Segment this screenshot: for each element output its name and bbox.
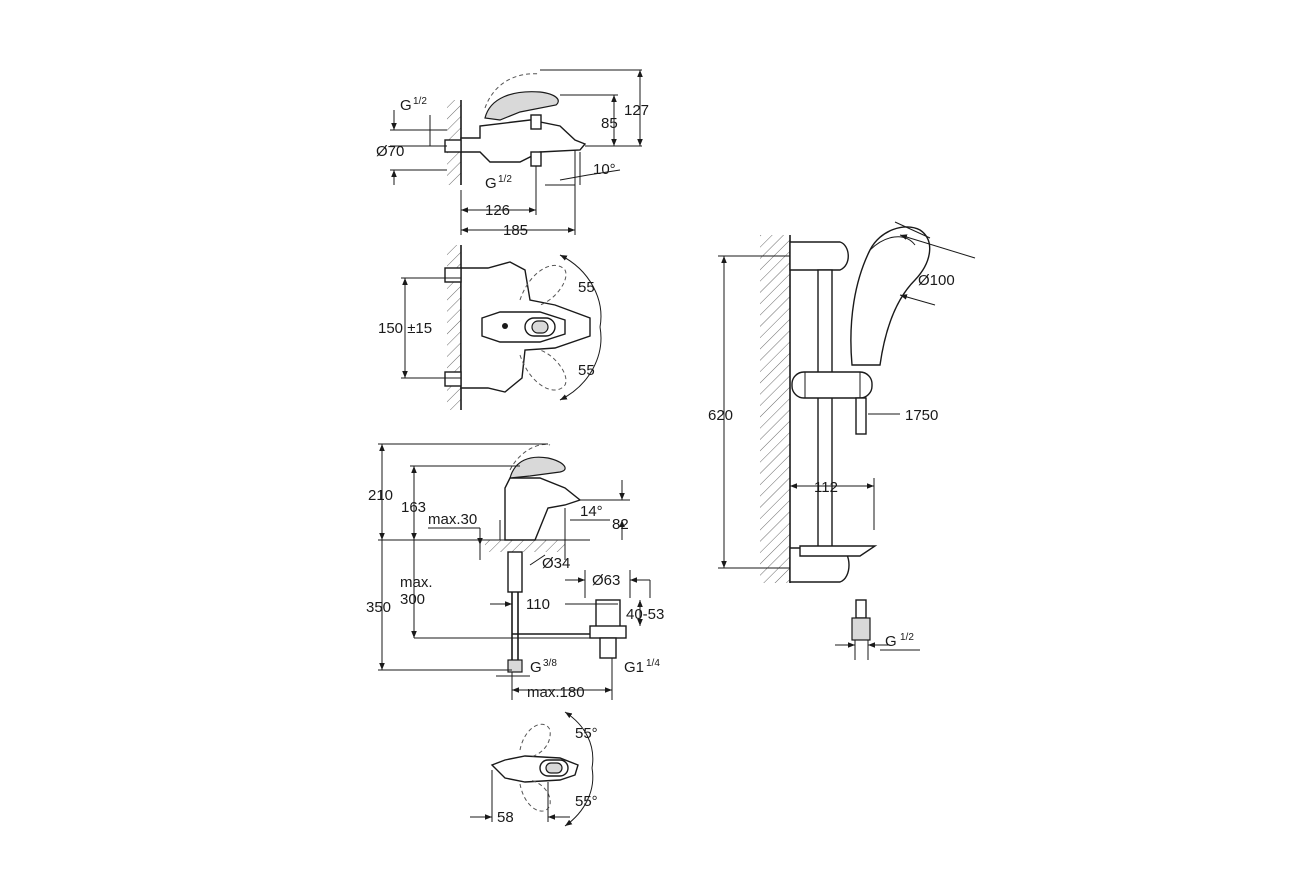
waste-body [595,599,621,631]
label-82: 82 [612,516,629,533]
soap-dish [799,545,878,557]
bath-mixer-top-view: 150 ±15 55 55 [378,245,602,410]
bath-mixer-side-view: G 1/2 Ø70 127 85 10° G 1/2 126 185 [376,69,649,239]
diverter-knob [530,114,542,130]
spout-outlet [530,151,542,167]
label-55deg-upper: 55° [575,725,598,742]
label-55-upper: 55 [578,279,595,296]
label-g-half-top: G [400,97,412,114]
label-58: 58 [497,809,514,826]
label-185: 185 [503,222,528,239]
label-14deg: 14° [580,503,603,520]
label-126: 126 [485,202,510,219]
label-g-half-shower-frac: 1/2 [900,632,914,643]
wall-hatch-2 [447,245,461,410]
label-55-lower: 55 [578,362,595,379]
label-g-three-eighths-frac: 3/8 [543,658,557,669]
label-g-half-top-frac: 1/2 [413,96,427,107]
label-d34: Ø34 [542,555,570,572]
counter-hatch [485,540,565,552]
bath-mixer-body [460,119,587,163]
shower-rail-set-view: Ø100 620 1750 112 G 1/2 [708,221,976,660]
label-150-15: 150 ±15 [378,320,432,337]
label-127: 127 [624,102,649,119]
hose-nut [851,617,871,641]
slide-rail [817,269,833,549]
label-210: 210 [368,487,393,504]
label-112: 112 [814,479,838,496]
label-max180: max.180 [527,684,585,701]
label-163: 163 [401,499,426,516]
label-max300-line2: 300 [400,591,425,608]
hose-upper [855,397,867,435]
label-d63: Ø63 [592,572,620,589]
label-g-half-shower: G [885,633,897,650]
label-110: 110 [526,596,550,613]
label-max30: max.30 [428,511,477,528]
label-40-53: 40-53 [626,606,664,623]
label-g-one-quarter-frac: 1/4 [646,658,660,669]
label-g-three-eighths: G [530,659,542,676]
label-1750: 1750 [905,407,938,424]
rail-slider [791,371,873,399]
rail-top-bracket [789,241,849,271]
basin-mixer-lever [509,456,566,479]
label-g-half-bottom: G [485,175,497,192]
label-max300-line1: max. [400,574,433,591]
label-85: 85 [601,115,618,132]
label-10deg: 10° [593,161,616,178]
label-d70: Ø70 [376,143,404,160]
label-g-one-quarter: G1 [624,659,644,676]
tail-pipe [507,551,523,593]
label-d100: Ø100 [918,272,955,289]
basin-mixer-side-view: 210 163 max.30 14° 82 Ø34 Ø63 max. 300 3… [366,443,664,701]
hand-shower [850,226,931,366]
label-55deg-lower: 55° [575,793,598,810]
label-g-half-bottom-frac: 1/2 [498,174,512,185]
label-350: 350 [366,599,391,616]
hose-lower [855,599,867,619]
basin-mixer-top-view: 55° 55° 58 [470,711,598,827]
bath-mixer-lever [484,91,559,121]
basin-mixer-body [504,477,582,541]
wall-hatch-3 [760,235,790,583]
label-620: 620 [708,407,733,424]
